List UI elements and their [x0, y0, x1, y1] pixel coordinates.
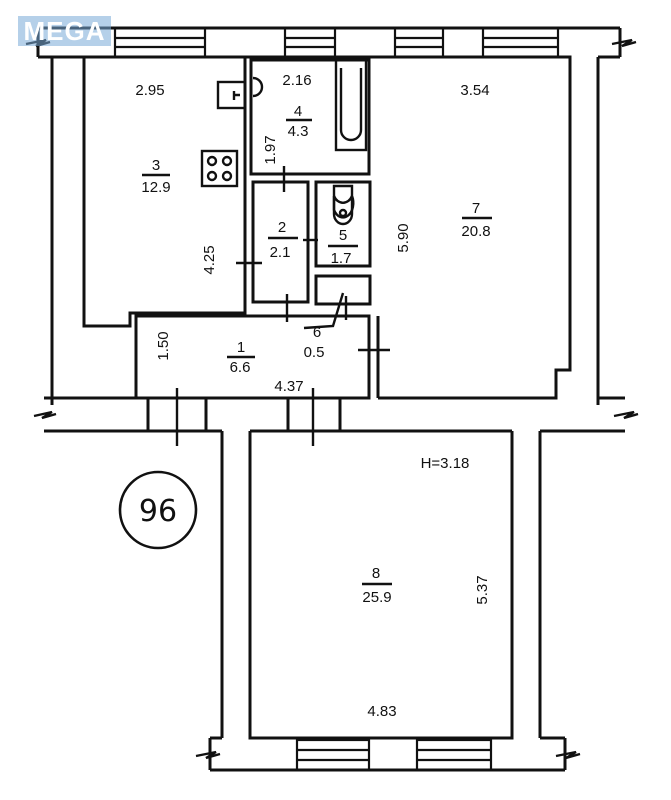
room-6-closet [303, 274, 372, 330]
room-1-number: 1 [237, 339, 245, 356]
room-8-number: 8 [372, 565, 380, 582]
room-7-width-label: 3.54 [460, 82, 489, 99]
window-top-4 [481, 26, 560, 59]
room-1-hallway: 1.50 1 6.6 6 0.5 4.37 [134, 314, 390, 400]
room-5-number: 5 [339, 227, 347, 244]
exterior-top-wall [25, 26, 637, 405]
room-6-area: 0.5 [304, 344, 325, 361]
structural-wall-middle [33, 388, 639, 446]
window-top-3 [393, 26, 445, 59]
kitchen-length-label: 4.25 [201, 245, 218, 274]
mega-watermark-logo: MEGA [18, 16, 111, 46]
room-2-corridor: 2 2.1 [251, 180, 318, 322]
bathroom-length-label: 1.97 [262, 135, 279, 164]
room-5-toilet: 5 1.7 [314, 180, 372, 268]
apartment-number: 96 [139, 494, 177, 529]
room-7: 3.54 5.90 7 20.8 [378, 55, 572, 400]
room-6-number: 6 [313, 324, 321, 341]
room-8-area: 25.9 [362, 589, 391, 606]
washbasin-icon [252, 76, 264, 98]
room-3-kitchen: 2.95 3 12.9 4.25 [82, 57, 262, 328]
window-top-2 [283, 26, 337, 59]
bathroom-width-label: 2.16 [282, 72, 311, 89]
room-8-width-label: 4.83 [367, 703, 396, 720]
window-bottom-2 [415, 738, 493, 772]
room-4-number: 4 [294, 103, 302, 120]
room-7-area: 20.8 [461, 223, 490, 240]
window-bottom-1 [295, 738, 371, 772]
room-4-bathroom: 2.16 4 4.3 1.97 [249, 58, 371, 192]
hallway-length-label: 4.37 [274, 378, 303, 395]
room-1-area: 6.6 [230, 359, 251, 376]
bathtub-icon [334, 58, 368, 152]
hallway-width-label: 1.50 [155, 331, 172, 360]
room-7-number: 7 [472, 200, 480, 217]
room-3-area: 12.9 [141, 179, 170, 196]
window-top-1 [113, 26, 207, 59]
room-8-length-label: 5.37 [474, 575, 491, 604]
sink-icon [216, 80, 247, 110]
room-2-area: 2.1 [270, 244, 291, 261]
kitchen-width-label: 2.95 [135, 82, 164, 99]
room-5-area: 1.7 [331, 250, 352, 267]
apartment-number-badge: 96 [118, 470, 198, 550]
room-3-number: 3 [152, 157, 160, 174]
stove-icon [200, 149, 239, 188]
exterior-bottom-wall [195, 736, 581, 772]
room-4-area: 4.3 [288, 123, 309, 140]
room-7-length-label: 5.90 [395, 223, 412, 252]
room-2-number: 2 [278, 219, 286, 236]
toilet-icon [332, 184, 355, 226]
ceiling-height-label: H=3.18 [421, 455, 470, 472]
room-8: H=3.18 8 25.9 5.37 4.83 [220, 431, 542, 740]
